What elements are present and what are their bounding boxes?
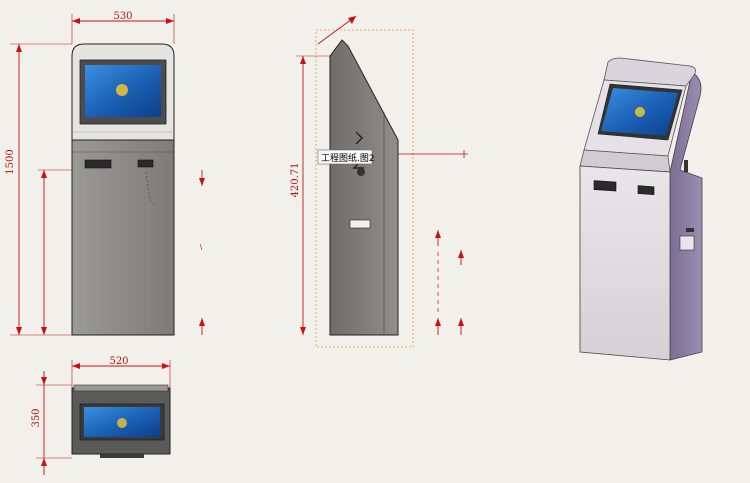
side-tooltip[interactable]: 工程图纸.图2: [317, 149, 375, 165]
side-kiosk-profile: [329, 39, 399, 336]
front-right-tick: [199, 243, 203, 251]
side-receipt-slot-icon: [349, 219, 371, 229]
top-depth-arrow-bottom: [41, 458, 47, 466]
top-view-lip: [73, 384, 169, 392]
side-view: 420.71 工程图纸.图2: [290, 15, 468, 348]
top-width-arrow-right: [162, 363, 170, 369]
card-slot-icon: [84, 159, 112, 169]
top-depth-dim-text: 350: [31, 408, 42, 427]
side-height-arrow-bottom: [300, 327, 306, 335]
side-far-right-arrow-lower: [458, 318, 464, 326]
iso-body-front: [579, 165, 671, 361]
top-width-dim-text: 520: [109, 356, 128, 367]
top-depth-arrow-top: [41, 377, 47, 385]
iso-windows-logo-icon: [635, 107, 645, 117]
iso-side-face: [669, 71, 703, 361]
windows-logo-icon: [116, 84, 128, 96]
iso-side-slot-icon: [679, 235, 695, 251]
front-width-arrow-right: [166, 18, 174, 24]
front-right-arrow-upper: [199, 178, 205, 186]
side-right-arrow-lower: [435, 318, 441, 326]
front-view: 530 1500: [5, 11, 205, 336]
iso-side-port-icon: [686, 228, 694, 232]
front-height-arrow-bottom: [16, 327, 22, 335]
top-width-arrow-left: [72, 363, 80, 369]
top-view: 520 350: [31, 356, 171, 475]
iso-card-slot-icon: [593, 180, 617, 192]
iso-head-top: [603, 57, 696, 87]
side-far-right-arrow-upper: [458, 250, 464, 258]
front-height-dim-text: 1500: [5, 149, 16, 174]
receipt-slot-icon: [137, 159, 154, 168]
isometric-view: [579, 57, 703, 361]
front-width-arrow-left: [72, 18, 80, 24]
front-body-arrow-bottom: [41, 327, 47, 335]
front-body-detail: [145, 171, 157, 207]
side-speaker-icon: [357, 168, 365, 176]
side-tooltip-box: [317, 149, 373, 165]
front-width-dim-text: 530: [113, 11, 132, 22]
iso-receipt-slot-icon: [637, 185, 655, 196]
side-view-bounding-box: [315, 29, 414, 348]
front-body: [71, 139, 175, 336]
top-view-logo-icon: [117, 418, 127, 428]
side-height-arrow-top: [300, 56, 306, 64]
front-height-arrow-top: [16, 44, 22, 52]
side-tooltip-text: 工程图纸.图2: [321, 152, 375, 164]
front-body-arrow-top: [41, 170, 47, 178]
iso-side-vent-icon: [684, 160, 688, 172]
side-top-dim-line: [317, 15, 357, 45]
front-right-arrow-lower: [199, 318, 205, 326]
side-height-dim-text: 420.71: [290, 163, 301, 198]
side-right-arrow-upper: [435, 230, 441, 238]
side-top-dim-arrow: [348, 16, 356, 24]
top-view-foot: [100, 454, 144, 458]
